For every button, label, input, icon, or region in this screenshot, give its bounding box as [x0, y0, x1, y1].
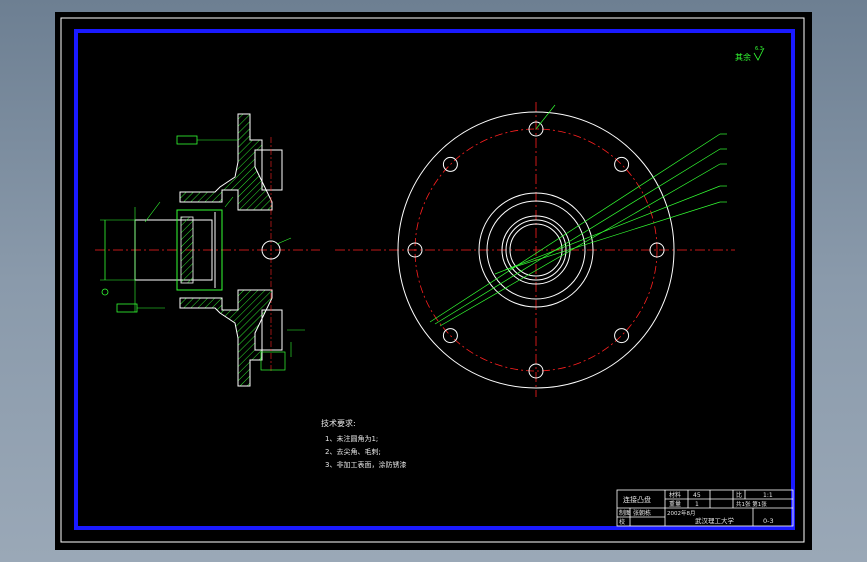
- part-name: 连接凸盘: [623, 495, 651, 504]
- cad-viewport[interactable]: 其余 6.3: [55, 12, 812, 550]
- drawing-number: 0-3: [763, 517, 774, 525]
- drafter-name: 张朝栋: [633, 509, 651, 517]
- scale-label: 比: [736, 491, 742, 499]
- sheet-label: 共1张 第1张: [736, 500, 767, 508]
- tech-req-heading: 技术要求:: [321, 418, 356, 428]
- material-value: 45: [693, 492, 701, 499]
- weight-value: 1: [695, 501, 699, 508]
- flange-outer-circle: [397, 111, 675, 389]
- hub-outer-circle: [478, 192, 594, 308]
- bolt-holes: [407, 121, 665, 379]
- outer-sheet-border: [60, 17, 805, 543]
- school: 武汉理工大学: [695, 516, 735, 525]
- checker-label: 校: [619, 518, 625, 526]
- section-lower-hatch: [179, 289, 273, 387]
- roughness-note-text: 其余: [735, 52, 751, 62]
- svg-text:6.3: 6.3: [755, 46, 763, 52]
- leader-lines: [429, 104, 727, 327]
- weight-label: 重量: [669, 500, 681, 508]
- inner-frame-border: [74, 29, 795, 530]
- end-view: [335, 102, 735, 397]
- date: 2002年8月: [667, 509, 696, 517]
- title-block: 连接凸盘 材料 45 比 1:1 重量 1 共1张 第1张 制图 张朝栋 200…: [616, 489, 794, 527]
- scale-value: 1:1: [763, 492, 773, 499]
- bolt-circle: [414, 128, 658, 372]
- tech-req-item-2: 2、去尖角、毛刺;: [325, 447, 381, 456]
- section-upper-hatch: [179, 113, 273, 211]
- tech-req-item-3: 3、非加工表面，涂防锈漆: [325, 460, 406, 469]
- roughness-note: 其余 6.3: [735, 46, 765, 62]
- technical-requirements: 技术要求: 1、未注圆角为1; 2、去尖角、毛刺; 3、非加工表面，涂防锈漆: [321, 418, 406, 469]
- tech-req-item-1: 1、未注圆角为1;: [325, 434, 378, 443]
- material-label: 材料: [669, 491, 681, 499]
- engineering-drawing: 其余 6.3: [60, 17, 805, 543]
- drafter-label: 制图: [619, 509, 631, 517]
- section-view: [95, 113, 320, 387]
